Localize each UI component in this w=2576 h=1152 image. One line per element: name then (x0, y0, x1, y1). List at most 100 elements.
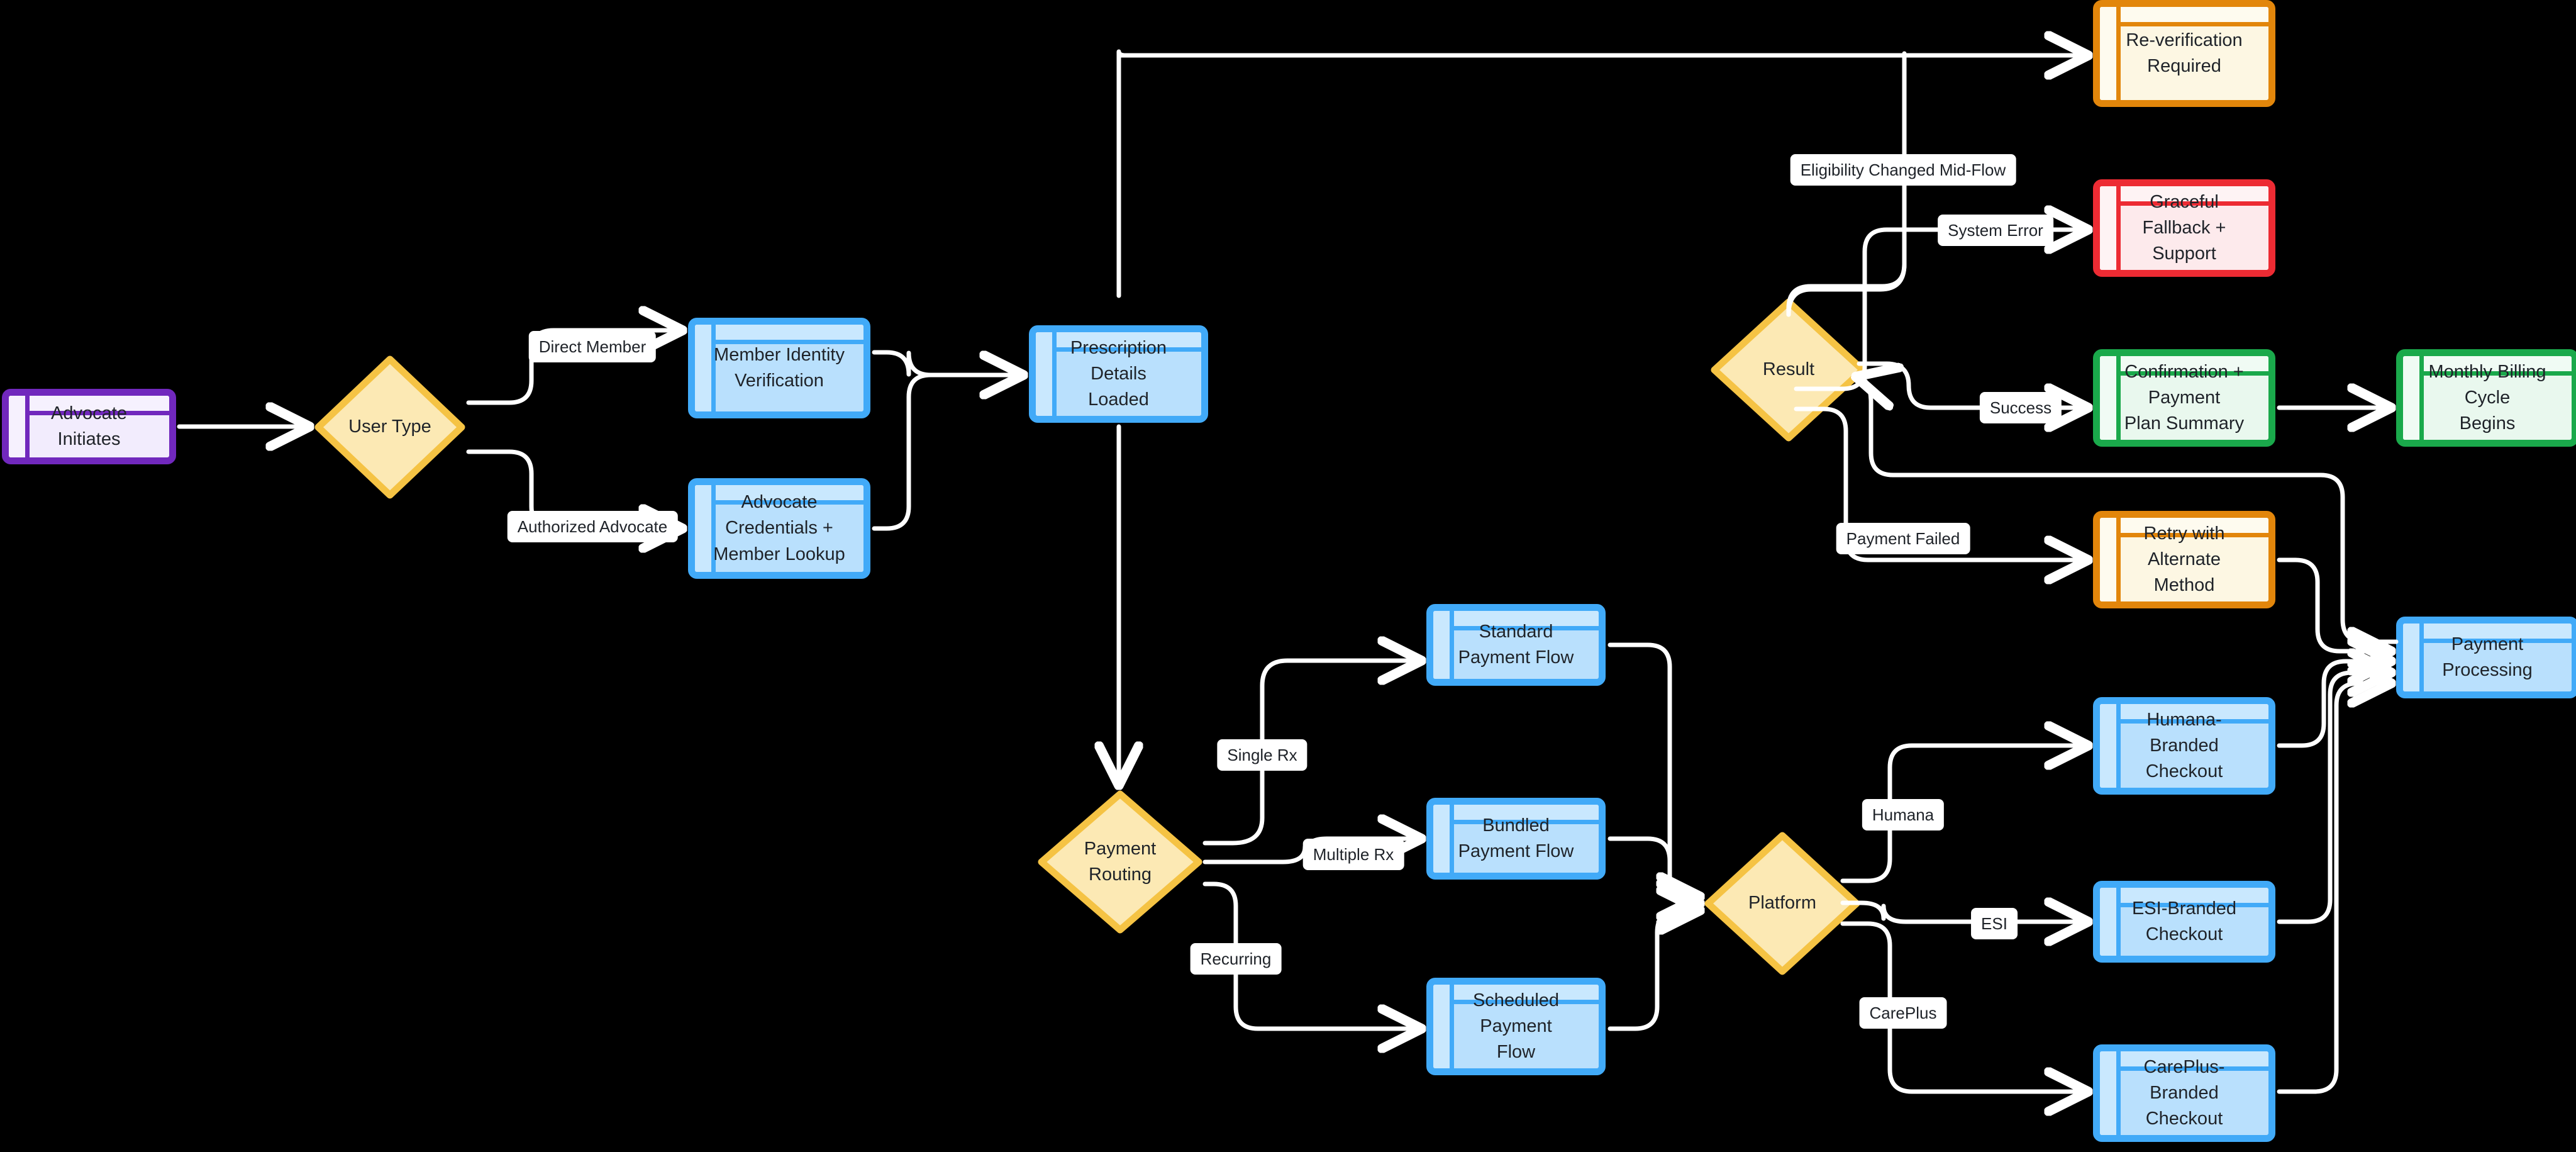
node-label: Member or Advocate Initiates Payment (45, 396, 133, 457)
decision-user-type[interactable]: User Type (314, 355, 465, 499)
edge-label-authorized-advocate: Authorized Advocate (507, 511, 678, 542)
node-prescription-details-loaded[interactable]: Prescription Details Loaded (1029, 325, 1208, 423)
node-side-divider (2116, 1051, 2121, 1135)
decision-platform[interactable]: Platform (1704, 832, 1860, 975)
node-header-divider (1036, 347, 1201, 352)
edge-result-confirm (1857, 361, 2085, 408)
node-header-bar (1036, 332, 1201, 347)
node-graceful-fallback-support[interactable]: Graceful Fallback + Support (2093, 179, 2275, 277)
edge-result-retry (1794, 406, 2085, 560)
node-side-bar (2100, 356, 2116, 440)
node-header-bar (1433, 985, 1599, 1000)
node-payment-processing[interactable]: Payment Processing (2396, 617, 2576, 698)
node-side-bar (1036, 332, 1052, 416)
node-side-divider (1450, 611, 1454, 679)
edge-label-humana: Humana (1862, 799, 1945, 830)
decision-result[interactable]: Result (1711, 298, 1867, 442)
node-header-bar (2403, 624, 2572, 639)
edge-platform-esi (1840, 903, 2085, 922)
edge-label-direct-member: Direct Member (528, 331, 657, 362)
node-member-identity-verification[interactable]: Member Identity Verification (688, 318, 870, 418)
node-label: Monthly Billing Cycle Begins (2428, 361, 2546, 434)
node-member-or-advocate-initiates-payment[interactable]: Member or Advocate Initiates Payment (2, 389, 176, 464)
node-header-bar (9, 396, 169, 411)
node-header-bar (2403, 356, 2572, 371)
node-side-divider (2116, 518, 2121, 601)
node-side-divider (1052, 332, 1057, 416)
node-header-divider (2100, 201, 2268, 206)
node-header-divider (2403, 371, 2572, 376)
node-retry-with-alternate-method[interactable]: Retry with Alternate Method (2093, 511, 2275, 608)
edge-label-success: Success (1979, 392, 2062, 423)
edge-label-system-error: System Error (1938, 215, 2053, 246)
node-confirmation-payment-plan-summary[interactable]: Confirmation + Payment Plan Summary (2093, 349, 2275, 447)
node-header-divider (2100, 903, 2268, 907)
node-monthly-billing-cycle-begins[interactable]: Monthly Billing Cycle Begins (2396, 349, 2576, 447)
node-side-divider (1450, 985, 1454, 1068)
node-label: Standard Payment Flow (1458, 621, 1574, 668)
node-side-divider (1450, 805, 1454, 873)
node-re-verification-required[interactable]: Re-verification Required (2093, 0, 2275, 107)
decision-label: Result (1762, 359, 1815, 380)
node-side-bar (1433, 985, 1450, 1068)
node-careplus-branded-checkout[interactable]: CarePlus-Branded Checkout (2093, 1044, 2275, 1142)
node-side-bar (2100, 1051, 2116, 1135)
node-side-divider (711, 485, 716, 572)
node-side-bar (2403, 624, 2419, 691)
node-label: Payment Processing (2442, 634, 2533, 680)
edge-esi-processing (2277, 673, 2388, 924)
edge-careplus-processing (2277, 683, 2388, 1094)
node-side-bar (1433, 805, 1450, 873)
edge-memberid-rxdetails (872, 350, 1020, 375)
edge-result-reverify-b (1786, 53, 1907, 317)
node-side-bar (695, 325, 711, 411)
node-side-divider (2116, 888, 2121, 956)
node-label: Bundled Payment Flow (1458, 815, 1574, 861)
node-side-divider (2419, 356, 2424, 440)
node-header-divider (2100, 22, 2268, 26)
diamond-shape (1704, 832, 1860, 975)
node-advocate-credentials-member-lookup[interactable]: Advocate Credentials + Member Lookup (688, 478, 870, 579)
node-label: Retry with Alternate Method (2143, 523, 2225, 596)
node-side-divider (2419, 624, 2424, 691)
node-label: Graceful Fallback + Support (2142, 191, 2226, 264)
edge-label-payment-failed: Payment Failed (1836, 523, 1970, 554)
node-label: CarePlus-Branded Checkout (2143, 1056, 2225, 1129)
edge-scheduled-platform (1607, 910, 1697, 1031)
edge-label-esi: ESI (1971, 908, 2018, 939)
node-humana-branded-checkout[interactable]: Humana-Branded Checkout (2093, 697, 2275, 795)
decision-payment-routing[interactable]: Payment Routing (1038, 790, 1202, 934)
node-side-bar (9, 396, 25, 457)
node-header-divider (1433, 820, 1599, 824)
node-header-divider (1433, 626, 1599, 630)
edge-retry-processing (2277, 557, 2388, 651)
edge-result-fallback (1794, 230, 2085, 391)
node-label: Prescription Details Loaded (1070, 337, 1167, 410)
node-side-bar (2403, 356, 2419, 440)
node-side-bar (2100, 518, 2116, 601)
node-header-bar (2100, 7, 2268, 22)
edge-label-recurring: Recurring (1190, 943, 1282, 975)
node-label: Humana-Branded Checkout (2145, 709, 2223, 782)
node-header-bar (2100, 704, 2268, 719)
node-scheduled-payment-flow[interactable]: Scheduled Payment Flow (1426, 978, 1606, 1075)
edge-processing-result (1859, 377, 2399, 644)
node-header-divider (2100, 371, 2268, 376)
node-header-divider (695, 340, 863, 344)
node-esi-branded-checkout[interactable]: ESI-Branded Checkout (2093, 881, 2275, 963)
node-side-divider (2116, 704, 2121, 788)
node-header-bar (695, 325, 863, 340)
edge-label-eligibility-changed: Eligibility Changed Mid-Flow (1790, 154, 2016, 186)
node-side-bar (2100, 7, 2116, 100)
node-side-divider (2116, 186, 2121, 270)
edge-advocate-rxdetails (872, 372, 1023, 531)
node-header-bar (2100, 888, 2268, 903)
node-label: Member Identity Verification (714, 344, 845, 391)
edge-label-multiple-rx: Multiple Rx (1302, 839, 1404, 870)
node-header-bar (1433, 805, 1599, 820)
node-standard-payment-flow[interactable]: Standard Payment Flow (1426, 604, 1606, 686)
edge-standard-platform (1607, 642, 1697, 897)
node-side-divider (2116, 356, 2121, 440)
node-label: ESI-Branded Checkout (2131, 898, 2237, 944)
node-bundled-payment-flow[interactable]: Bundled Payment Flow (1426, 798, 1606, 880)
